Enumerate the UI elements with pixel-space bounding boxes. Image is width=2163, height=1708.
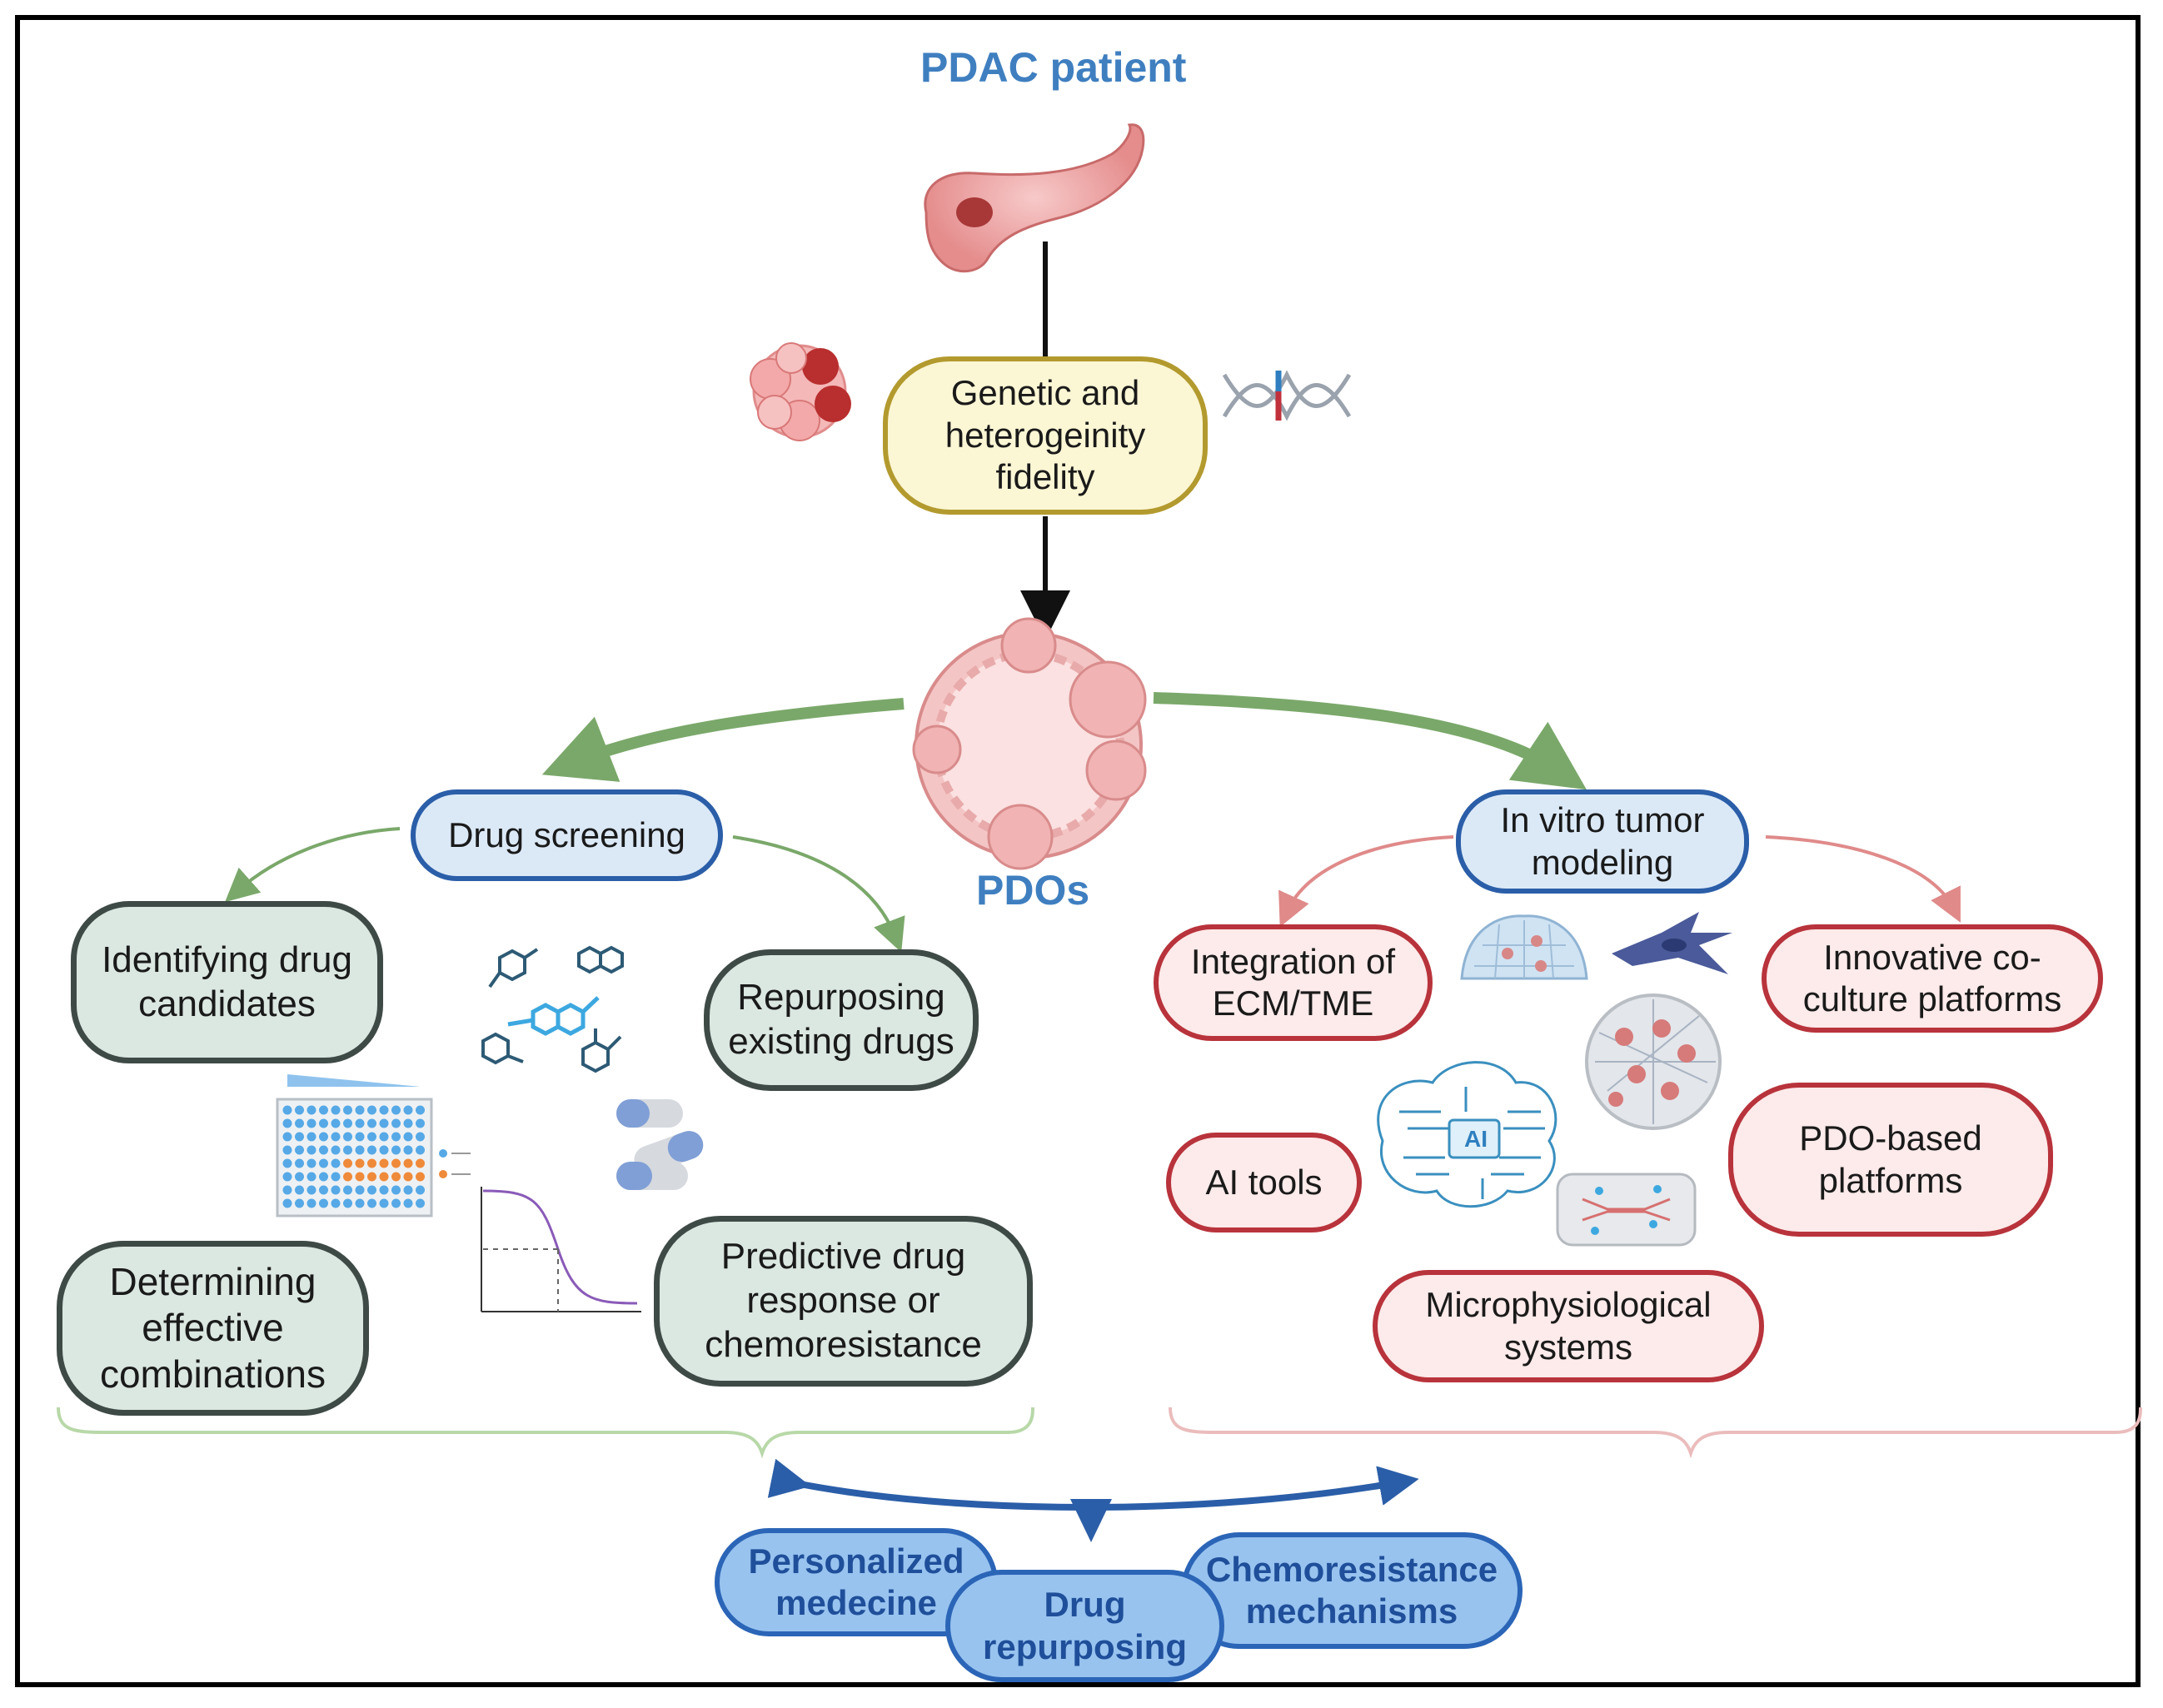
ai-brain-icon [1377, 1061, 1557, 1208]
right-bracket [1169, 1407, 2142, 1459]
well-plate-icon [276, 1074, 471, 1218]
coculture-platforms-box: Innovative co- culture platforms [1762, 924, 2103, 1033]
tumor-modeling-box: In vitro tumor modeling [1456, 789, 1749, 894]
molecules-icon [481, 945, 624, 1073]
ecm-tme-box: Integration of ECM/TME [1154, 924, 1433, 1041]
hydrogel-dome-icon [1460, 914, 1588, 980]
repurposing-drugs-box: Repurposing existing drugs [704, 949, 979, 1091]
organoid-icon [912, 617, 1147, 870]
ai-chip-label: AI [1464, 1125, 1488, 1152]
identifying-drug-candidates-box: Identifying drug candidates [71, 901, 383, 1063]
drug-screening-box: Drug screening [411, 789, 723, 881]
organ-on-chip-icon [1556, 1173, 1697, 1247]
effective-combinations-box: Determining effective combinations [57, 1241, 369, 1416]
dose-response-curve-icon [481, 1187, 641, 1312]
fibroblast-cell-icon [1612, 912, 1732, 974]
figure-border [15, 15, 2141, 1687]
ai-tools-box: AI tools [1166, 1133, 1362, 1232]
pdos-label: PDOs [976, 867, 1090, 914]
arrow-to-tumor-modeling [1153, 692, 1587, 790]
left-bracket [57, 1407, 1034, 1459]
pancreas-icon [924, 123, 1145, 273]
drug-repurposing-box: Drug repurposing [945, 1570, 1224, 1682]
spheroid-in-matrix-icon [1585, 993, 1722, 1130]
down-arrow-head [1070, 1499, 1112, 1542]
tumor-cells-icon [750, 342, 851, 441]
dna-icon [1222, 370, 1352, 421]
fidelity-box: Genetic and heterogeinity fidelity [883, 356, 1208, 515]
capsules-icon [616, 1099, 704, 1190]
molecules-icon [507, 996, 600, 1036]
microphysiological-systems-box: Microphysiological systems [1373, 1270, 1764, 1382]
pdo-platforms-box: PDO-based platforms [1728, 1083, 2053, 1237]
page-title: PDAC patient [920, 44, 1187, 91]
arrow-to-drug-screening [541, 698, 905, 782]
chemoresistance-mechanisms-box: Chemoresistance mechanisms [1181, 1532, 1523, 1649]
predictive-response-box: Predictive drug response or chemoresista… [654, 1216, 1033, 1387]
